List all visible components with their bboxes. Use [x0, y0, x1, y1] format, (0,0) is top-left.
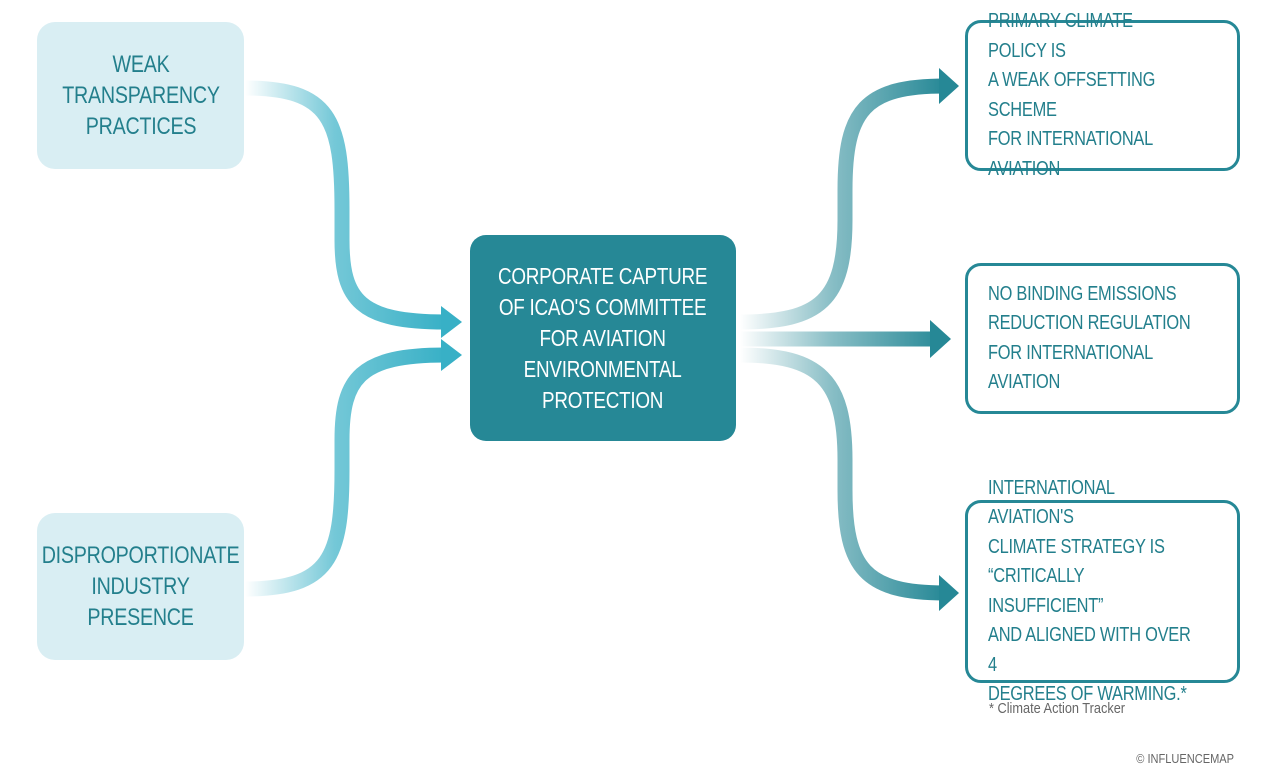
center-label: CORPORATE CAPTURE OF ICAO'S COMMITTEE FO… — [498, 262, 708, 413]
output-arrow-2 — [740, 320, 951, 358]
output-box-climate-strategy: INTERNATIONAL AVIATION'S CLIMATE STRATEG… — [965, 477, 1240, 705]
input-label: WEAK TRANSPARENCY PRACTICES — [61, 51, 220, 140]
input-label: DISPROPORTIONATE INDUSTRY PRESENCE — [41, 542, 240, 631]
input-arrow-2 — [244, 339, 462, 597]
output-label: INTERNATIONAL AVIATION'S CLIMATE STRATEG… — [988, 476, 1191, 706]
input-box-industry-presence: DISPROPORTIONATE INDUSTRY PRESENCE — [37, 513, 244, 660]
output-arrow-3 — [739, 347, 959, 611]
output-label: PRIMARY CLIMATE POLICY IS A WEAK OFFSETT… — [988, 10, 1156, 180]
output-box-offsetting: PRIMARY CLIMATE POLICY IS A WEAK OFFSETT… — [965, 10, 1240, 180]
output-arrow-1 — [739, 68, 959, 330]
center-box-corporate-capture: CORPORATE CAPTURE OF ICAO'S COMMITTEE FO… — [470, 235, 736, 441]
footnote-source: * Climate Action Tracker — [989, 700, 1126, 717]
output-box-no-regulation: NO BINDING EMISSIONS REDUCTION REGULATIO… — [965, 263, 1240, 414]
output-label: NO BINDING EMISSIONS REDUCTION REGULATIO… — [988, 282, 1191, 394]
input-box-transparency: WEAK TRANSPARENCY PRACTICES — [37, 22, 244, 169]
input-arrow-1 — [244, 80, 462, 338]
copyright-credit: © INFLUENCEMAP — [1136, 751, 1234, 766]
